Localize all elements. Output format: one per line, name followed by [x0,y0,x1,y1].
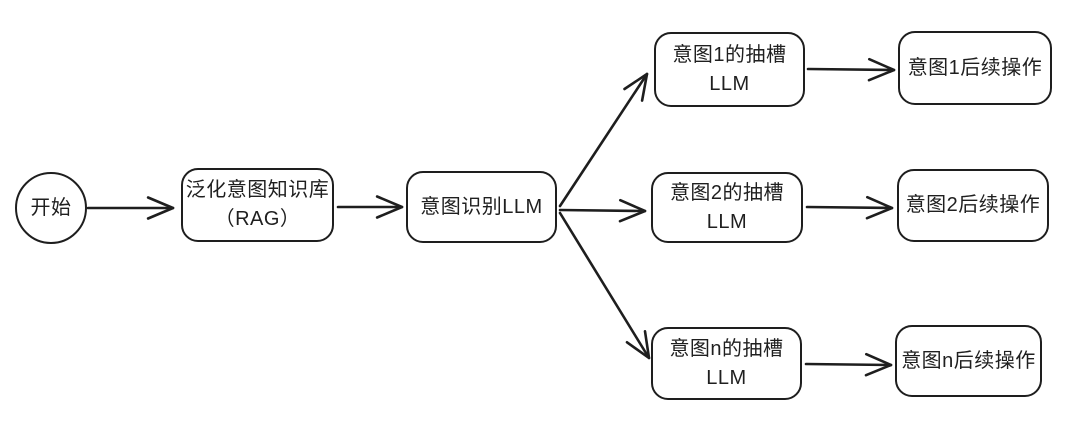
arrowhead-icon [625,330,651,360]
node-start-label: 开始 [30,196,72,219]
node-intent-recognition-llm: 意图识别LLM [406,171,557,243]
arrowhead-icon [865,195,894,220]
node-intentn-followup: 意图n后续操作 [895,325,1042,397]
arrowhead-icon [146,196,175,220]
node-intent2-slot-llm-label: 意图2的抽槽 LLM [669,181,785,233]
edge-arrow-slot_n-to-op_n [804,352,893,377]
edge-arrow-kb-to-intent_llm [336,195,404,219]
node-intentn-slot-llm-label: 意图n的抽槽 LLM [669,337,784,389]
edge-arrow-intent_llm-to-slot_n [558,211,651,360]
node-intent1-followup-label: 意图1后续操作 [907,56,1043,79]
edge-arrow-slot_2-to-op_2 [805,195,894,220]
node-start: 开始 [15,172,87,244]
node-intent1-followup: 意图1后续操作 [898,31,1052,105]
node-intent2-slot-llm: 意图2的抽槽 LLM [651,172,803,243]
node-intentn-followup-label: 意图n后续操作 [901,349,1036,372]
node-intent2-followup-label: 意图2后续操作 [905,194,1041,216]
arrowhead-icon [623,72,649,102]
node-intent1-slot-llm: 意图1的抽槽 LLM [654,32,805,107]
arrowhead-icon [864,352,893,377]
node-intent1-slot-llm-label: 意图1的抽槽 LLM [672,43,787,95]
edge-arrow-intent_llm-to-slot_2 [558,198,647,223]
node-knowledge-base-rag: 泛化意图知识库 （RAG） [181,168,334,242]
node-knowledge-base-rag-label: 泛化意图知识库 （RAG） [185,179,330,230]
edge-arrow-intent_llm-to-slot_1 [558,72,649,208]
node-intent-recognition-llm-label: 意图识别LLM [420,195,543,218]
arrowhead-icon [867,57,896,82]
node-intent2-followup: 意图2后续操作 [897,169,1049,242]
arrowhead-icon [618,198,647,223]
arrowhead-icon [375,195,404,219]
edge-arrow-start-to-kb [86,196,175,220]
edge-arrow-slot_1-to-op_1 [806,57,896,82]
node-intentn-slot-llm: 意图n的抽槽 LLM [651,327,802,400]
